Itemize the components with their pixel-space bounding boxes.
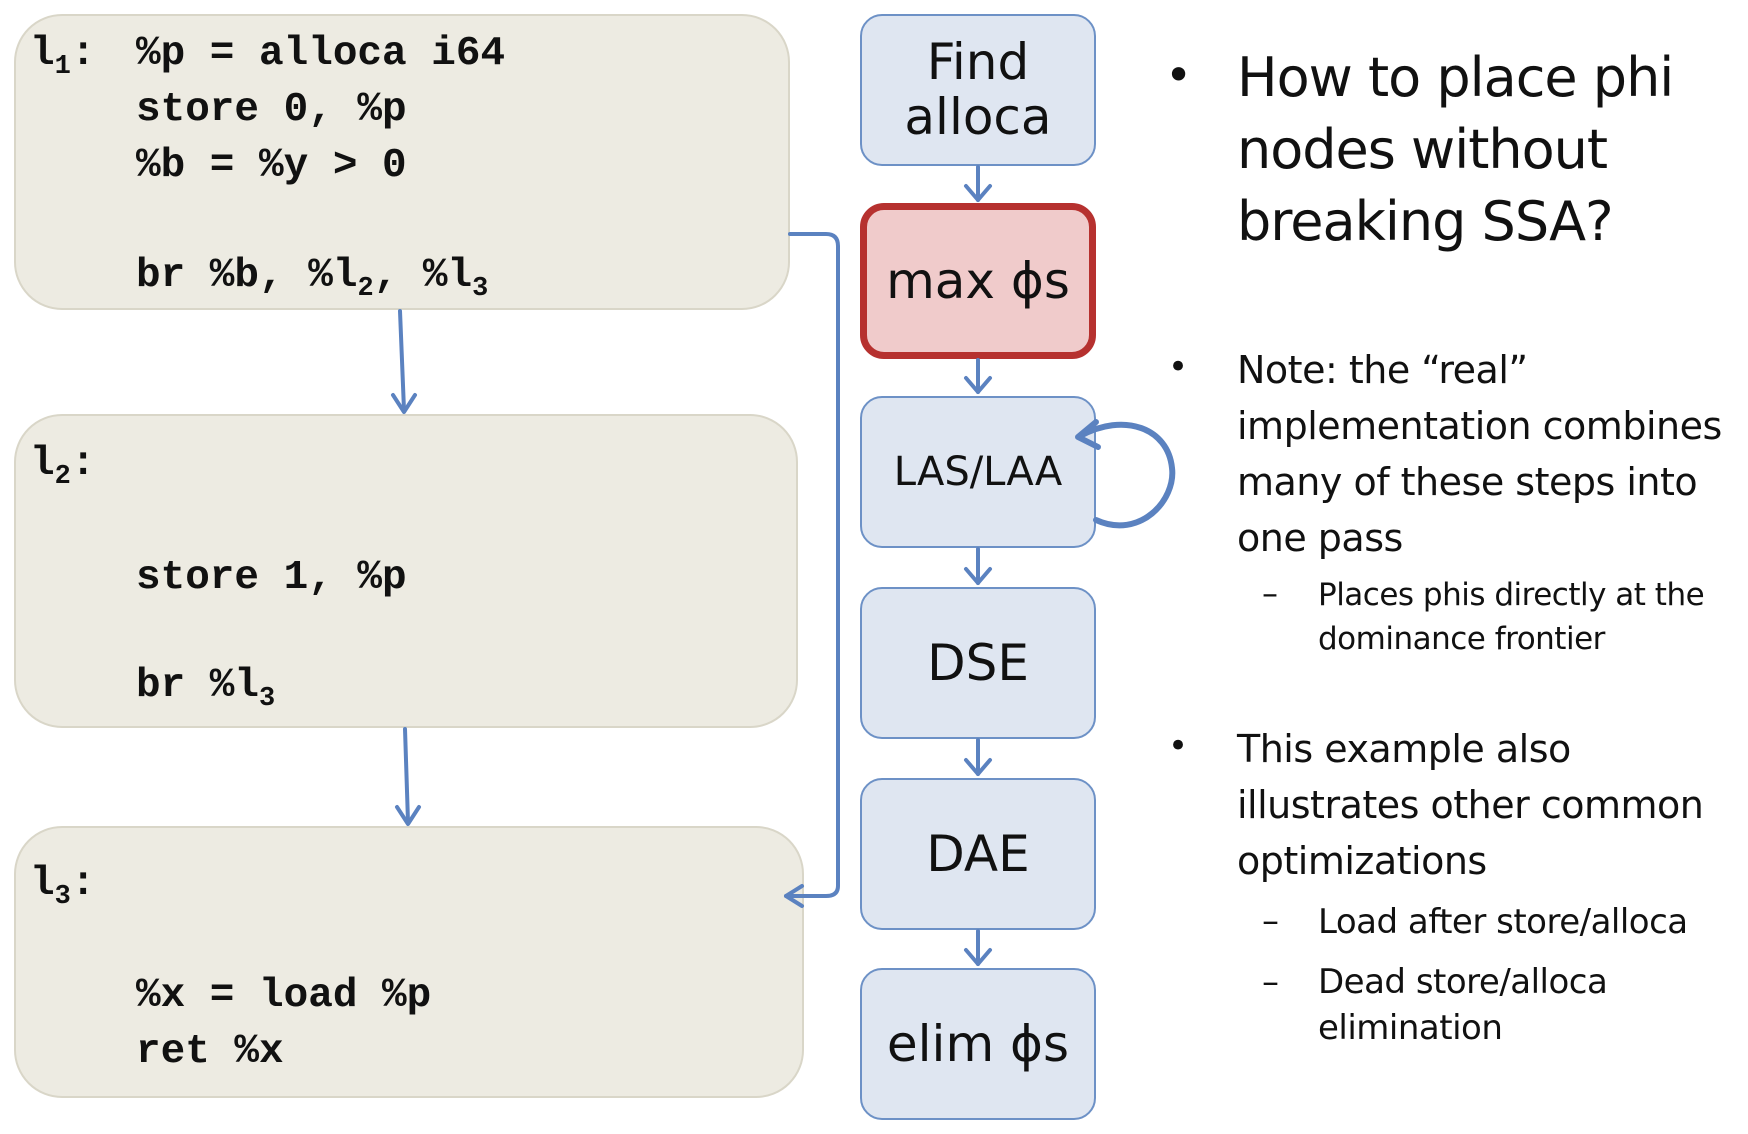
bullet-marker: • [1168, 347, 1189, 387]
block-label-l3: l3: [30, 861, 96, 912]
pipeline-arrow [964, 165, 992, 202]
block-label-l2: l2: [30, 441, 96, 492]
sub-bullet-text: Places phis directly at the dominance fr… [1318, 577, 1705, 657]
sub-bullet-marker: – [1262, 901, 1279, 941]
code-block-l2 [14, 414, 798, 728]
step-label: DSE [927, 633, 1029, 692]
pipeline-arrow [964, 358, 992, 394]
edge-l1-to-l2 [391, 309, 417, 414]
code-line: store 1, %p [136, 555, 407, 601]
step-dae: DAE [860, 778, 1096, 930]
bullet-text-note: Note: the “real” implementation combines… [1237, 348, 1722, 560]
bullet-text-example: This example also illustrates other comm… [1237, 727, 1704, 883]
code-line: %x = load %p [136, 973, 432, 1019]
step-label: alloca [904, 88, 1052, 146]
code-line: %p = alloca i64 [136, 31, 506, 77]
pipeline-arrow [964, 929, 992, 966]
edge-l2-to-l3 [395, 727, 421, 826]
step-label: max ϕs [886, 251, 1070, 310]
code-line: %b = %y > 0 [136, 143, 407, 189]
step-label: Find [926, 33, 1030, 91]
code-block-l1 [14, 14, 790, 310]
step-las-laa: LAS/LAA [860, 396, 1096, 548]
sub-bullet-marker: – [1262, 962, 1279, 1002]
pipeline-arrow [964, 547, 992, 585]
code-block-l3 [14, 826, 804, 1098]
bullet-text-question: How to place phi nodes without breaking … [1237, 46, 1674, 253]
code-line: store 0, %p [136, 87, 407, 133]
step-label: LAS/LAA [893, 449, 1063, 495]
step-label: DAE [926, 824, 1030, 883]
bullet-marker: • [1168, 726, 1189, 766]
sub-bullet-marker: – [1262, 574, 1278, 612]
block-label-l1: l1: [30, 31, 96, 82]
sub-bullet-text: Load after store/alloca [1318, 902, 1688, 942]
bullet-marker: • [1165, 48, 1193, 102]
step-elim-phis: elim ϕs [860, 968, 1096, 1120]
code-line: ret %x [136, 1029, 284, 1075]
pipeline-arrow [964, 738, 992, 776]
code-line-branch: br %l3 [136, 663, 276, 714]
step-dse: DSE [860, 587, 1096, 739]
step-label: elim ϕs [886, 1014, 1070, 1073]
sub-bullet-text: Dead store/alloca elimination [1318, 962, 1608, 1048]
step-max-phis: max ϕs [860, 203, 1096, 359]
code-line-branch: br %b, %l2, %l3 [136, 253, 489, 304]
